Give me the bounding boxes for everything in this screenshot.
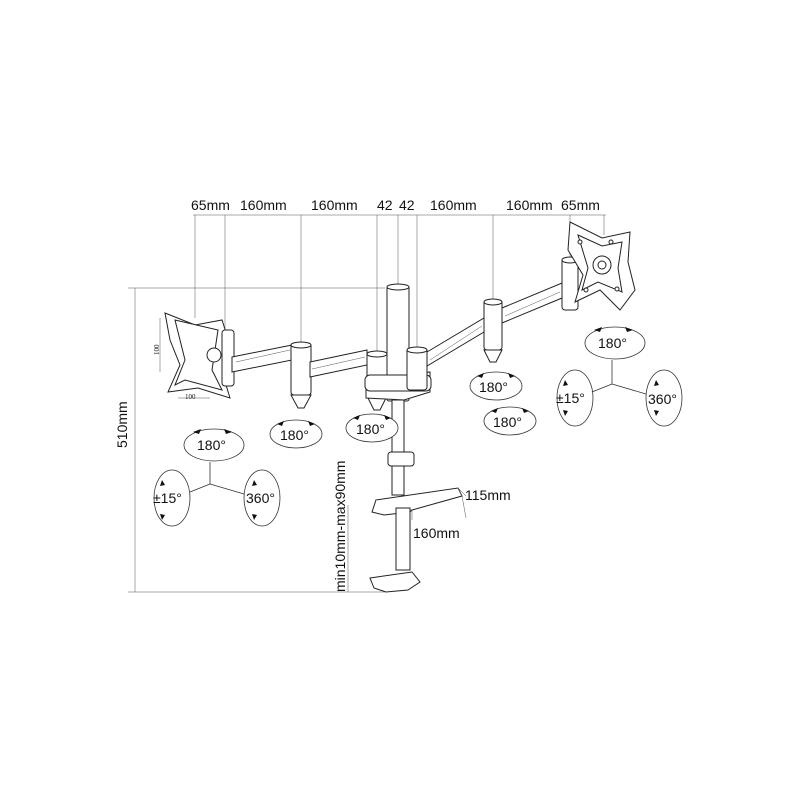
dim-right-arm-outer: 160mm	[506, 197, 553, 213]
right-swivel-label: 360°	[648, 391, 677, 407]
dim-base-width: 160mm	[413, 525, 460, 541]
joint-1-label: 180°	[280, 427, 309, 443]
dim-right-arm-inner: 160mm	[430, 197, 477, 213]
dim-left-arm-outer: 160mm	[240, 197, 287, 213]
dim-left-arm-inner: 160mm	[311, 197, 358, 213]
dim-base-depth: 115mm	[465, 487, 511, 503]
right-arm	[406, 256, 579, 391]
left-tilt-label: 180°	[197, 437, 226, 453]
right-vesa-plate	[567, 221, 636, 311]
right-tilt-label: 180°	[598, 335, 627, 351]
left-roll-label: ±15°	[153, 490, 182, 506]
joint-4-label: 180°	[493, 414, 522, 430]
dim-desk-thickness: min10mm-max90mm	[332, 461, 348, 592]
dim-pole-left: 42	[377, 197, 393, 213]
top-dimension-labels: 65mm 160mm 160mm 42 42 160mm 160mm 65mm	[191, 197, 600, 213]
dim-pole-right: 42	[399, 197, 415, 213]
vesa-mark-left-vertical: 100	[153, 344, 161, 355]
left-arm	[231, 341, 388, 411]
left-rotation-group: 180° ±15° 360°	[153, 428, 281, 527]
dim-left-plate: 65mm	[191, 197, 230, 213]
right-roll-label: ±15°	[556, 390, 585, 406]
left-vesa-plate: 100 100	[153, 312, 235, 401]
dim-height: 510mm	[114, 401, 130, 448]
joint-3-label: 180°	[479, 379, 508, 395]
right-rotation-group: 180° ±15° 360°	[556, 326, 683, 427]
desk-clamp	[369, 487, 467, 593]
left-swivel-label: 360°	[246, 490, 275, 506]
dim-right-plate: 65mm	[561, 197, 600, 213]
arm-joint-rotations: 180° 180° 180° 180°	[269, 371, 537, 449]
joint-2-label: 180°	[356, 421, 385, 437]
dimension-lines	[128, 214, 606, 593]
vesa-mark-left-horizontal: 100	[185, 393, 196, 401]
